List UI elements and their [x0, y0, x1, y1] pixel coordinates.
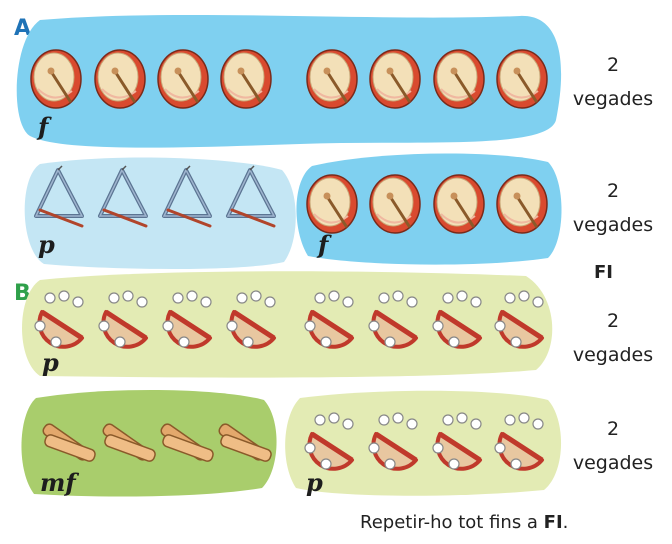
- dynamic-marking: p: [38, 230, 55, 259]
- dynamic-marking: p: [306, 468, 323, 497]
- blob-row-b2-right: [285, 390, 562, 496]
- repeat-word: vegades: [572, 452, 654, 474]
- repeat-label-row-2: 2 vegades: [568, 174, 658, 242]
- repeat-count: 2: [606, 310, 620, 332]
- blob-row-a2-right: [296, 153, 562, 265]
- footer-period: .: [562, 512, 569, 533]
- drum-icon: [219, 48, 273, 110]
- drum-icon: [495, 173, 549, 235]
- drum-icon: [432, 48, 486, 110]
- drum-icon: [29, 48, 83, 110]
- drum-icon: [156, 48, 210, 110]
- drum-icon: [432, 173, 486, 235]
- drum-icon: [305, 48, 359, 110]
- repeat-word: vegades: [572, 88, 654, 110]
- section-letter-a: A: [14, 16, 32, 41]
- fi-marker: FI: [594, 262, 613, 283]
- drum-icon: [368, 48, 422, 110]
- repeat-label-row-4: 2 vegades: [568, 412, 658, 480]
- dynamic-marking: f: [318, 230, 329, 259]
- footer-text: Repetir-ho tot fins a: [360, 512, 544, 533]
- blob-row-b2-left: [21, 389, 277, 497]
- repeat-count: 2: [606, 180, 620, 202]
- footer-fi: FI: [543, 512, 563, 533]
- footer-instruction: Repetir-ho tot fins a FI.: [360, 512, 568, 533]
- repeat-word: vegades: [572, 214, 654, 236]
- drum-icon: [495, 48, 549, 110]
- repeat-count: 2: [606, 418, 620, 440]
- dynamic-marking: mf: [40, 468, 76, 497]
- repeat-count: 2: [606, 54, 620, 76]
- drum-icon: [305, 173, 359, 235]
- drum-icon: [93, 48, 147, 110]
- repeat-label-row-1: 2 vegades: [568, 48, 658, 116]
- repeat-word: vegades: [572, 344, 654, 366]
- repeat-label-row-3: 2 vegades: [568, 304, 658, 372]
- drum-icon: [368, 173, 422, 235]
- blob-row-a2-left: [24, 157, 296, 269]
- dynamic-marking: f: [38, 112, 49, 141]
- dynamic-marking: p: [42, 348, 59, 377]
- blob-row-a1: [16, 14, 562, 148]
- blob-row-b1: [22, 271, 553, 378]
